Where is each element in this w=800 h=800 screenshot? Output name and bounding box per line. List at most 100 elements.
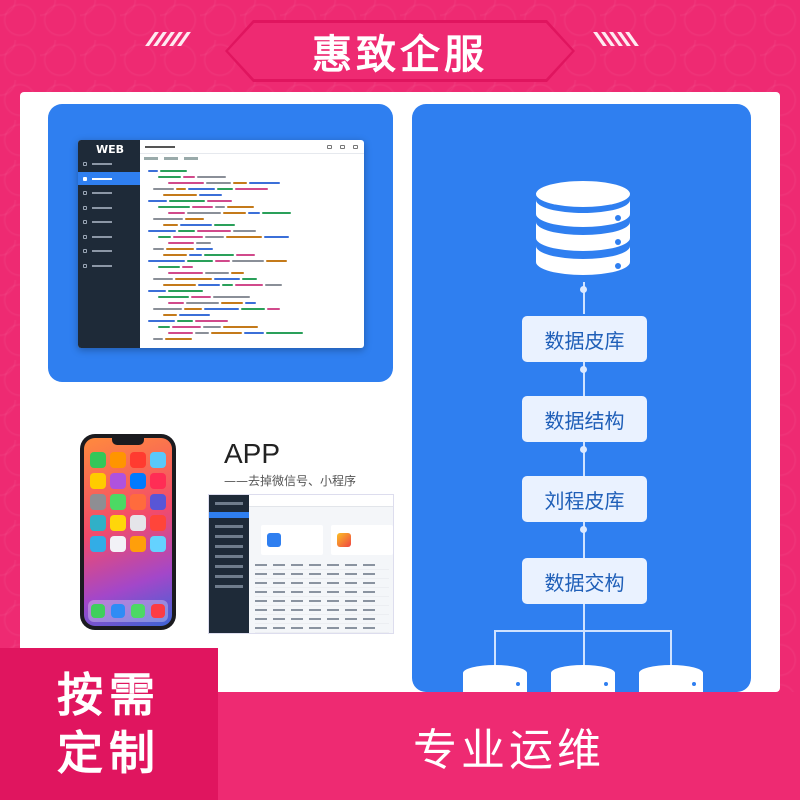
- code-line: [148, 216, 358, 222]
- code-line: [148, 288, 358, 294]
- admin-table: [255, 561, 389, 633]
- web-nav-item: [78, 230, 140, 243]
- table-row: [255, 597, 389, 606]
- code-line: [148, 204, 358, 210]
- code-line: [148, 258, 358, 264]
- app-icon: [130, 473, 146, 489]
- phone-mockup: [80, 434, 176, 630]
- code-line: [148, 234, 358, 240]
- code-line: [148, 192, 358, 198]
- flow-node-dot: [580, 286, 587, 293]
- code-line: [148, 336, 358, 342]
- phone-app-icons: [90, 452, 166, 552]
- app-icon: [90, 473, 106, 489]
- app-icon: [90, 452, 106, 468]
- flow-node-dot: [580, 366, 587, 373]
- web-logo: WEB: [96, 143, 125, 156]
- flow-node-dot: [580, 526, 587, 533]
- admin-dashboard-screenshot: [208, 494, 394, 634]
- brand-title: 惠致企服: [312, 32, 488, 78]
- flow-step: 刘程皮库: [522, 476, 647, 522]
- app-icon: [150, 452, 166, 468]
- slogan: 专业运维: [413, 725, 605, 776]
- badge-line-2: 定制: [57, 726, 161, 780]
- app-icon: [130, 536, 146, 552]
- flow-connector: [583, 630, 585, 666]
- code-line: [148, 252, 358, 258]
- code-line: [148, 168, 358, 174]
- flow-step: 数据交构: [522, 558, 647, 604]
- table-row: [255, 570, 389, 579]
- table-row: [255, 624, 389, 633]
- app-icon: [110, 494, 126, 510]
- app-icon: [150, 536, 166, 552]
- database-icon: [551, 665, 615, 694]
- bottom-left-badge: 按需 定制: [0, 648, 218, 800]
- app-icon: [90, 536, 106, 552]
- web-nav-item: [78, 172, 140, 185]
- table-row: [255, 588, 389, 597]
- web-nav-item: [78, 158, 140, 171]
- app-icon: [110, 536, 126, 552]
- admin-card: [331, 525, 393, 555]
- code-line: [148, 222, 358, 228]
- code-line: [148, 276, 358, 282]
- code-line: [148, 318, 358, 324]
- app-icon: [110, 515, 126, 531]
- app-icon: [130, 452, 146, 468]
- app-heading: APP: [224, 438, 281, 469]
- flow-connector: [583, 604, 585, 630]
- flow-connector: [583, 522, 585, 558]
- decorative-stripes-left: [145, 32, 191, 46]
- flow-connector: [583, 442, 585, 476]
- flow-connector: [583, 362, 585, 396]
- flow-connector: [670, 630, 672, 666]
- app-icon: [110, 452, 126, 468]
- brand-banner: 惠致企服: [225, 20, 575, 82]
- code-line: [148, 312, 358, 318]
- app-icon: [150, 494, 166, 510]
- flow-connector: [494, 630, 496, 666]
- database-icon: [639, 665, 703, 694]
- code-line: [148, 324, 358, 330]
- web-nav-item: [78, 245, 140, 258]
- admin-sidebar: [209, 495, 249, 633]
- web-nav: [78, 156, 140, 272]
- web-sidebar: WEB: [78, 140, 140, 348]
- web-tabs: [144, 157, 198, 160]
- app-icon: [130, 515, 146, 531]
- web-nav-item: [78, 216, 140, 229]
- code-line: [148, 174, 358, 180]
- phone-dock: [88, 600, 168, 622]
- flow-connector: [583, 282, 585, 314]
- phone-notch: [112, 438, 144, 445]
- flow-step: 数据皮库: [522, 316, 647, 362]
- app-icon: [90, 515, 106, 531]
- web-admin-screenshot: WEB: [78, 140, 364, 348]
- admin-topbar: [249, 495, 393, 507]
- code-line: [148, 210, 358, 216]
- phone-screen: [84, 438, 172, 626]
- code-line: [148, 282, 358, 288]
- web-topbar: [140, 140, 364, 154]
- table-row: [255, 615, 389, 624]
- code-line: [148, 264, 358, 270]
- database-icon: [463, 665, 527, 694]
- code-line: [148, 180, 358, 186]
- web-nav-item: [78, 187, 140, 200]
- app-icon: [110, 473, 126, 489]
- code-line: [148, 306, 358, 312]
- code-line: [148, 294, 358, 300]
- badge-line-1: 按需: [57, 668, 161, 722]
- code-line: [148, 300, 358, 306]
- app-subtitle: ——去掉微信号、小程序: [224, 474, 357, 488]
- app-icon: [130, 494, 146, 510]
- web-nav-item: [78, 201, 140, 214]
- code-line: [148, 270, 358, 276]
- app-icon: [150, 515, 166, 531]
- app-icon: [150, 473, 166, 489]
- database-icon: [536, 181, 630, 275]
- code-line: [148, 246, 358, 252]
- code-line: [148, 186, 358, 192]
- table-row: [255, 579, 389, 588]
